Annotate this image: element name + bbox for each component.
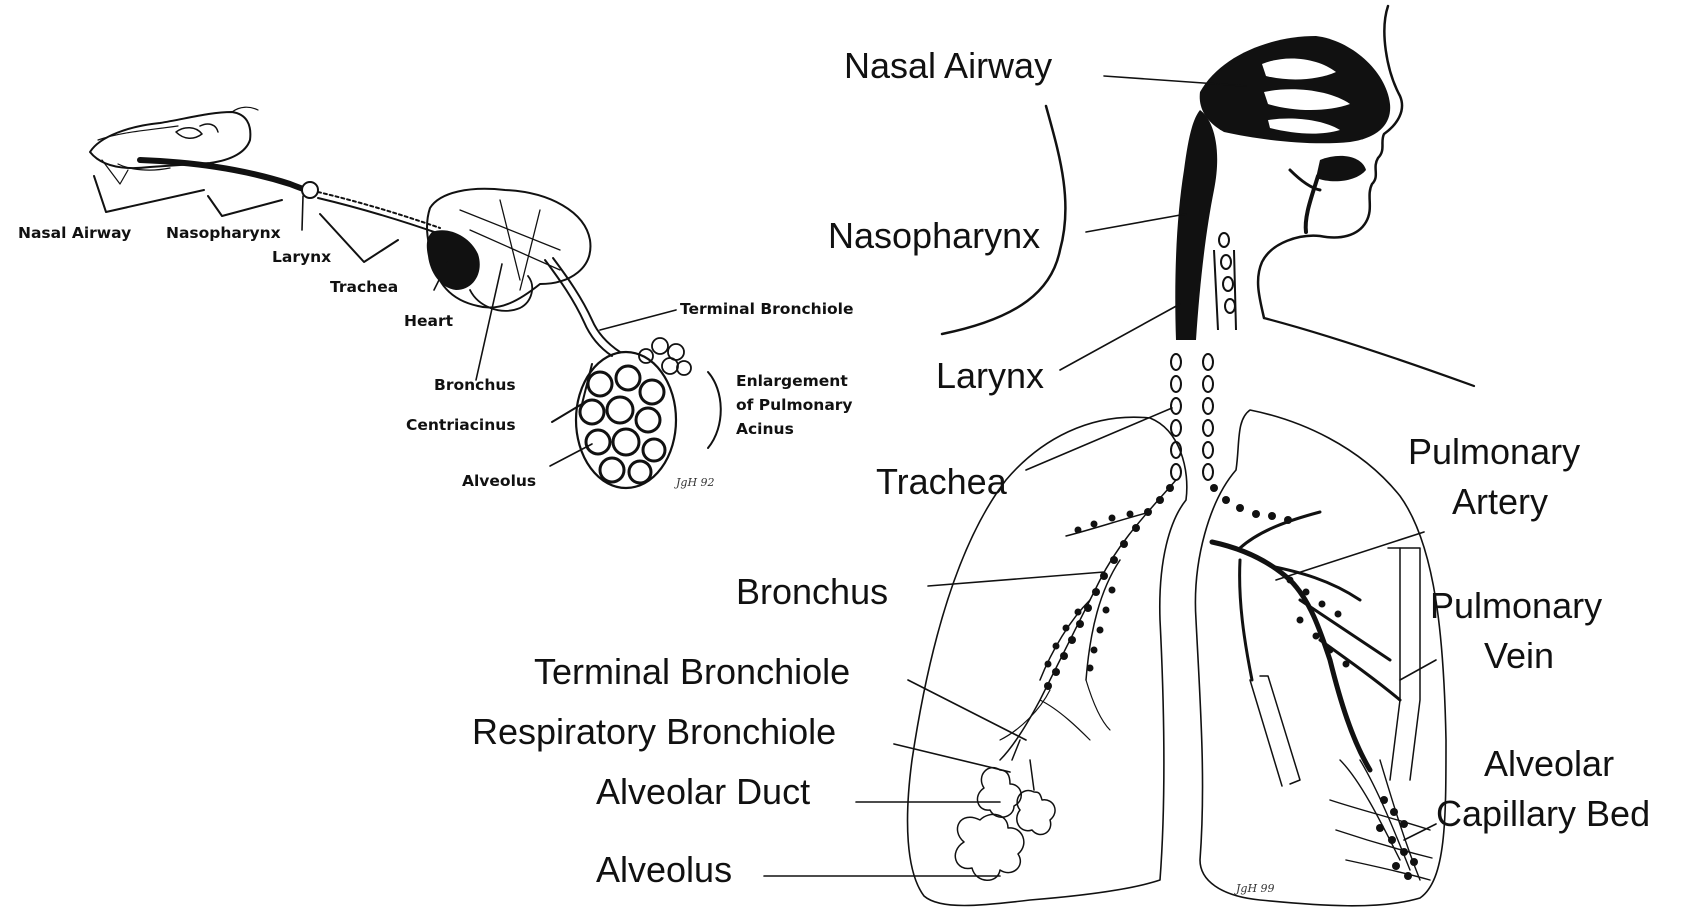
left-label-nasal-airway: Nasal Airway <box>18 224 131 242</box>
right-label-larynx: Larynx <box>936 355 1044 396</box>
human-pharynx <box>1175 110 1217 340</box>
right-label-alveolar-capillary-line2: Capillary Bed <box>1436 793 1650 834</box>
human-right-lung <box>1195 410 1446 906</box>
right-label-nasopharynx: Nasopharynx <box>828 215 1040 256</box>
human-pulmonary-artery <box>1212 542 1370 770</box>
rodent-trachea-drawing <box>318 192 440 228</box>
right-label-alveolar-duct: Alveolar Duct <box>596 771 810 812</box>
left-label-nasopharynx: Nasopharynx <box>166 224 281 242</box>
rodent-heart-drawing <box>427 230 480 290</box>
right-label-trachea: Trachea <box>876 461 1008 502</box>
bracket-nasopharynx <box>208 196 282 216</box>
right-label-respiratory-bronchiole: Respiratory Bronchiole <box>472 711 836 752</box>
left-label-enlargement-line3: Acinus <box>736 420 794 438</box>
right-label-alveolar-capillary-line1: Alveolar <box>1484 743 1614 784</box>
right-label-terminal-bronchiole: Terminal Bronchiole <box>534 651 850 692</box>
left-artist-signature: JgH 92 <box>674 476 715 489</box>
left-label-centriacinus: Centriacinus <box>406 416 516 434</box>
bracket-trachea <box>320 214 398 262</box>
left-label-heart: Heart <box>404 312 454 330</box>
right-label-pulmonary-artery-line2: Artery <box>1452 481 1548 522</box>
right-label-pulmonary-artery-line1: Pulmonary <box>1408 431 1580 472</box>
right-label-pulmonary-vein-line1: Pulmonary <box>1430 585 1602 626</box>
right-label-pulmonary-vein-line2: Vein <box>1484 635 1554 676</box>
left-label-alveolus: Alveolus <box>462 472 536 490</box>
rodent-acinus-drawing <box>576 338 691 488</box>
human-pulmonary-vein <box>1250 548 1420 786</box>
left-label-larynx: Larynx <box>272 248 331 266</box>
left-label-enlargement-line1: Enlargement <box>736 372 848 390</box>
rodent-airway-drawing <box>140 160 312 192</box>
right-leader-lines <box>764 76 1436 876</box>
right-label-bronchus: Bronchus <box>736 571 888 612</box>
bracket-nasal-airway <box>94 176 204 212</box>
rodent-respiratory-illustration: JgH 92 Nasal Airway Nasopharynx Larynx T… <box>18 107 854 490</box>
human-bronchial-tree <box>1000 480 1350 760</box>
human-alveolar-sacs <box>955 740 1055 880</box>
left-label-enlargement-line2: of Pulmonary <box>736 396 853 414</box>
right-label-nasal-airway: Nasal Airway <box>844 45 1052 86</box>
bracket-enlargement <box>708 372 721 448</box>
right-artist-signature: JgH 99 <box>1234 882 1275 895</box>
left-label-bronchus: Bronchus <box>434 376 516 394</box>
left-label-trachea: Trachea <box>330 278 398 296</box>
left-label-terminal-bronchiole: Terminal Bronchiole <box>680 300 854 318</box>
right-label-alveolus: Alveolus <box>596 849 732 890</box>
